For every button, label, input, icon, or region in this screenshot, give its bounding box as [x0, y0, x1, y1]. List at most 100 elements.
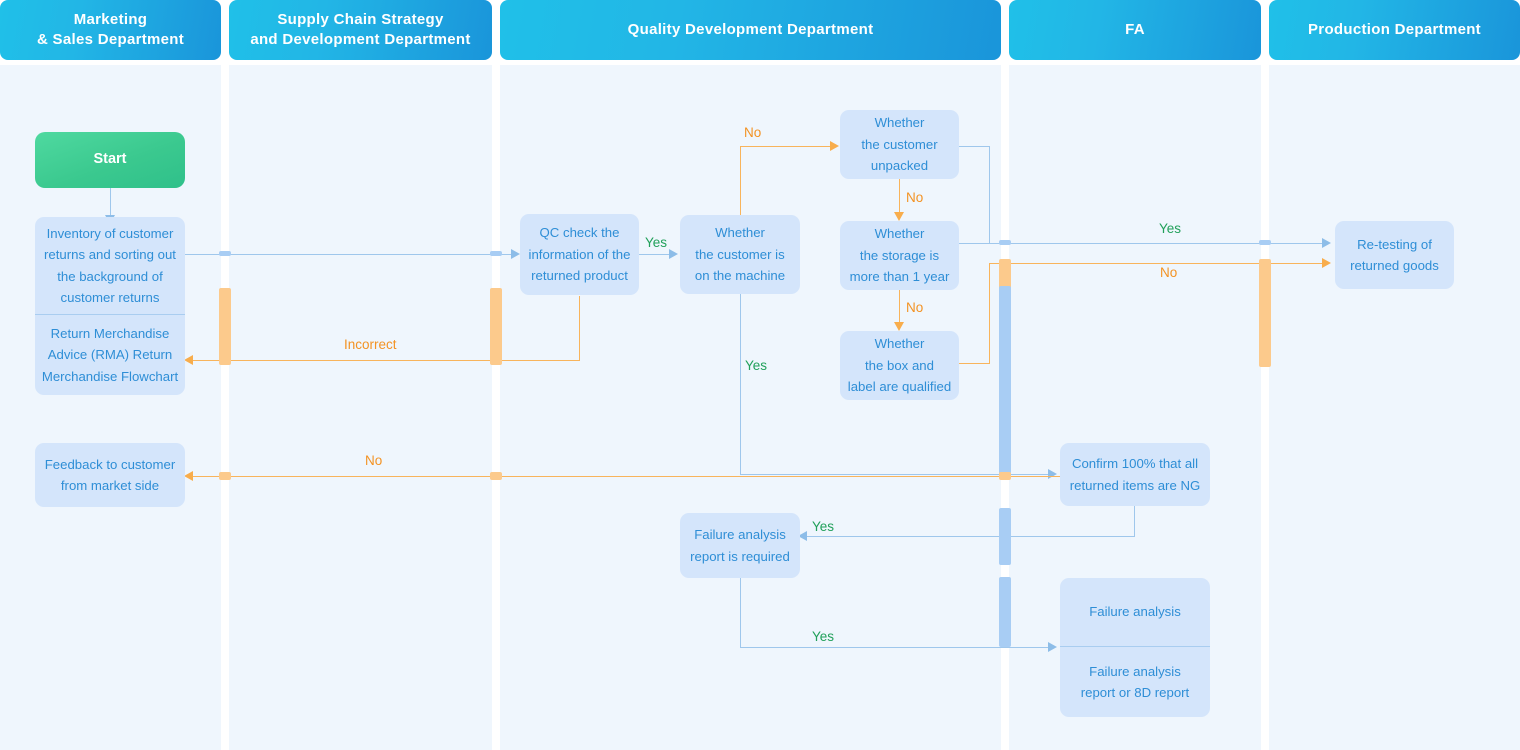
node-label: Start: [93, 151, 127, 168]
node-label-line2: report or 8D report: [1080, 685, 1190, 700]
edge-yes-to-retesting: [989, 243, 1327, 244]
node-label-line1: Return Merchandise: [50, 325, 170, 341]
edge-label-incorrect: Incorrect: [344, 337, 397, 352]
node-label-line1: Failure analysis: [694, 527, 786, 542]
edge-fa-required-to-failure-analysis: [740, 647, 1052, 648]
edge-qc-to-on-machine: [639, 254, 672, 255]
edge-inventory-to-qc: [185, 254, 517, 255]
node-failure-analysis-report-required[interactable]: Failure analysis report is required: [680, 513, 800, 578]
node-label-line3: the background of: [57, 268, 163, 284]
lane-crossing-chip: [490, 251, 502, 256]
edge-label-on-machine-yes: Yes: [745, 358, 768, 373]
node-label-line1: Inventory of customer: [46, 225, 174, 241]
node-label-line2: the customer is: [695, 246, 785, 262]
edge-storage-no-down: [899, 289, 900, 324]
lane-header-supply-chain: Supply Chain Strategy and Development De…: [229, 0, 492, 60]
node-label-line1: Failure analysis: [1089, 663, 1181, 679]
node-label-line2: report is required: [690, 548, 790, 564]
node-label-line1: Re-testing of: [1357, 236, 1432, 252]
edge-on-machine-no-up: [740, 146, 741, 220]
lane-crossing-chip: [219, 251, 231, 256]
edge-unpacked-yes-down: [989, 146, 990, 243]
node-whether-box-and-label-qualified[interactable]: Whether the box and label are qualified: [840, 331, 959, 400]
node-label-line2: returned goods: [1350, 258, 1439, 273]
arrowhead-confirm-to-fa-required: [798, 531, 807, 541]
node-label-line4: customer returns: [60, 290, 160, 305]
node-whether-customer-on-machine[interactable]: Whether the customer is on the machine: [680, 215, 800, 294]
node-label-line1: Confirm 100% that all: [1071, 456, 1199, 471]
node-start[interactable]: Start: [35, 132, 185, 188]
arrowhead-qc-to-on-machine: [669, 249, 678, 259]
edge-unpacked-no-down: [899, 178, 900, 214]
edge-label-unpacked-no-in: No: [744, 125, 762, 140]
arrowhead-no-to-retesting: [1322, 258, 1331, 268]
node-label-line1: QC check the: [539, 225, 620, 241]
lane-title: Quality Development Department: [627, 20, 874, 38]
node-label-line2: the storage is: [859, 247, 940, 263]
node-retesting-returned-goods[interactable]: Re-testing of returned goods: [1335, 221, 1454, 289]
edge-on-machine-yes-right: [740, 474, 1052, 475]
node-failure-analysis-group[interactable]: Failure analysis Failure analysis report…: [1060, 578, 1210, 717]
lane-body-quality: [500, 65, 1001, 750]
node-qc-check[interactable]: QC check the information of the returned…: [520, 214, 639, 295]
arrowhead-unpacked-no: [894, 212, 904, 221]
lane-title-line1: Marketing: [73, 10, 148, 28]
lane-title: Production Department: [1308, 20, 1481, 38]
lane-crossing-chip: [490, 288, 502, 365]
lane-crossing-chip: [999, 577, 1011, 647]
edge-feedback-no: [192, 476, 1060, 477]
node-label: Failure analysis: [1089, 604, 1181, 620]
node-label-line1: Whether: [715, 225, 765, 241]
lane-header-marketing: Marketing & Sales Department: [0, 0, 221, 60]
lane-header-fa: FA: [1009, 0, 1261, 60]
arrowhead-incorrect: [184, 355, 193, 365]
edge-incorrect-down: [579, 296, 580, 361]
lane-title-line2: and Development Department: [250, 31, 471, 48]
node-label-line2: returns and sorting out: [44, 247, 176, 262]
node-label-line1: Whether: [874, 115, 925, 131]
node-inventory[interactable]: Inventory of customer returns and sortin…: [35, 217, 185, 315]
lane-crossing-chip: [999, 472, 1011, 480]
node-whether-storage-more-than-1-year[interactable]: Whether the storage is more than 1 year: [840, 221, 959, 290]
edge-on-machine-yes-down: [740, 289, 741, 475]
lane-body-supply-chain: [229, 65, 492, 750]
node-label-line2: the box and: [865, 357, 934, 373]
node-label-line2: the customer: [861, 136, 938, 152]
lane-crossing-chip: [999, 286, 1011, 474]
edge-confirm-to-fa-required: [806, 536, 1135, 537]
node-label-line1: Whether: [874, 336, 925, 352]
lane-title: FA: [1125, 20, 1145, 38]
arrowhead-inventory-to-qc: [511, 249, 520, 259]
node-confirm-100-percent-ng[interactable]: Confirm 100% that all returned items are…: [1060, 443, 1210, 506]
lane-crossing-chip: [999, 508, 1011, 565]
node-label-line3: on the machine: [694, 268, 786, 284]
edge-start-to-inventory: [110, 188, 111, 217]
node-label-line3: unpacked: [870, 158, 929, 174]
node-failure-analysis-report[interactable]: Failure analysis report or 8D report: [1060, 647, 1210, 717]
lane-title-line2: & Sales Department: [36, 31, 185, 48]
lane-crossing-chip: [219, 472, 231, 480]
node-rma-flowchart[interactable]: Return Merchandise Advice (RMA) Return M…: [35, 315, 185, 395]
node-inventory-and-rma[interactable]: Inventory of customer returns and sortin…: [35, 217, 185, 395]
edge-label-unpacked-no-down: No: [906, 190, 924, 205]
arrowhead-fa-required-to-failure-analysis: [1048, 642, 1057, 652]
node-label-line1: Feedback to customer: [44, 456, 176, 472]
lane-crossing-chip: [999, 240, 1011, 245]
lane-header-production: Production Department: [1269, 0, 1520, 60]
lane-crossing-chip: [1259, 259, 1271, 367]
lane-body-production: [1269, 65, 1520, 750]
node-feedback-to-customer[interactable]: Feedback to customer from market side: [35, 443, 185, 507]
arrowhead-on-machine-no: [830, 141, 839, 151]
edge-on-machine-no-right: [740, 146, 832, 147]
node-label-line2: Advice (RMA) Return: [47, 347, 173, 363]
edge-box-label-yes-up: [989, 263, 990, 364]
edge-label-fa-report-yes: Yes: [812, 629, 835, 644]
lane-crossing-chip: [999, 259, 1011, 292]
edge-label-storage-no-down: No: [906, 300, 924, 315]
node-failure-analysis[interactable]: Failure analysis: [1060, 578, 1210, 647]
node-label-line2: from market side: [60, 478, 160, 493]
edge-fa-required-down: [740, 578, 741, 647]
node-label-line3: label are qualified: [847, 379, 952, 395]
node-whether-customer-unpacked[interactable]: Whether the customer unpacked: [840, 110, 959, 179]
